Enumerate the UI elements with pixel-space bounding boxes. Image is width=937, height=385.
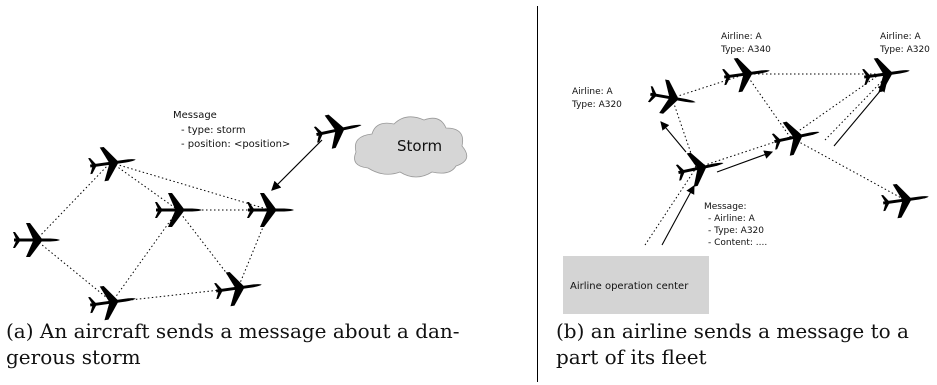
- airplane-icon: [646, 77, 699, 119]
- airplane-icon: [769, 115, 824, 159]
- airplane-icon: [86, 281, 139, 323]
- storm-message-box: Message - type: storm - position: <posit…: [173, 110, 290, 150]
- airplane-icon: [673, 146, 728, 190]
- right-message-arrows: [660, 83, 887, 246]
- panel-divider: [537, 6, 538, 382]
- plane-label-a320-right: Airline: A Type: A320: [879, 32, 930, 55]
- message-position: - position: <position>: [181, 139, 290, 150]
- arrow-icon: [833, 83, 887, 147]
- caption-a-line1: (a) An aircraft sends a message about a …: [6, 319, 460, 343]
- airplane-icon: [247, 193, 294, 227]
- arrow-icon: [660, 121, 687, 153]
- message-title: Message: [173, 110, 217, 121]
- right-diagram: Airline: A Type: A320 Airline: A Type: A…: [563, 32, 932, 314]
- type-label: Type: A320: [571, 100, 622, 110]
- type-label: Type: A340: [720, 45, 771, 55]
- plane-label-a320-left: Airline: A Type: A320: [571, 87, 622, 110]
- message-title: Message:: [704, 202, 746, 212]
- caption-b-line2: part of its fleet: [556, 345, 707, 369]
- airline-label: Airline: A: [572, 87, 613, 97]
- airline-label: Airline: A: [880, 32, 921, 42]
- storm-cloud-icon: [354, 116, 468, 178]
- arrow-icon: [661, 185, 695, 246]
- message-type: - type: storm: [181, 125, 246, 136]
- caption-a-line2: gerous storm: [6, 345, 141, 369]
- storm-label: Storm: [397, 137, 442, 155]
- left-diagram: Storm Message - type: storm - position: …: [13, 108, 468, 323]
- airplane-icon: [879, 179, 932, 221]
- message-type: - Type: A320: [708, 226, 764, 236]
- caption-a: (a) An aircraft sends a message about a …: [6, 318, 460, 370]
- operation-center-box: Airline operation center: [563, 256, 709, 314]
- caption-b-line1: (b) an airline sends a message to a: [556, 319, 909, 343]
- operation-center-label: Airline operation center: [570, 281, 689, 292]
- airplane-icon: [720, 53, 773, 95]
- caption-b: (b) an airline sends a message to a part…: [556, 318, 909, 370]
- arrow-icon: [716, 150, 774, 173]
- airplane-icon: [860, 53, 913, 95]
- plane-label-a340: Airline: A Type: A340: [720, 32, 771, 55]
- airplane-icon: [86, 142, 139, 184]
- type-label: Type: A320: [879, 45, 930, 55]
- airplane-icon: [212, 267, 265, 309]
- airline-label: Airline: A: [721, 32, 762, 42]
- storm-message-arrow: [271, 139, 323, 191]
- airplane-icon: [13, 223, 60, 257]
- airline-message-box: Message: - Airline: A - Type: A320 - Con…: [704, 202, 767, 248]
- message-content: - Content: ....: [708, 238, 767, 248]
- right-network-links: [644, 73, 906, 246]
- message-airline: - Airline: A: [708, 214, 756, 224]
